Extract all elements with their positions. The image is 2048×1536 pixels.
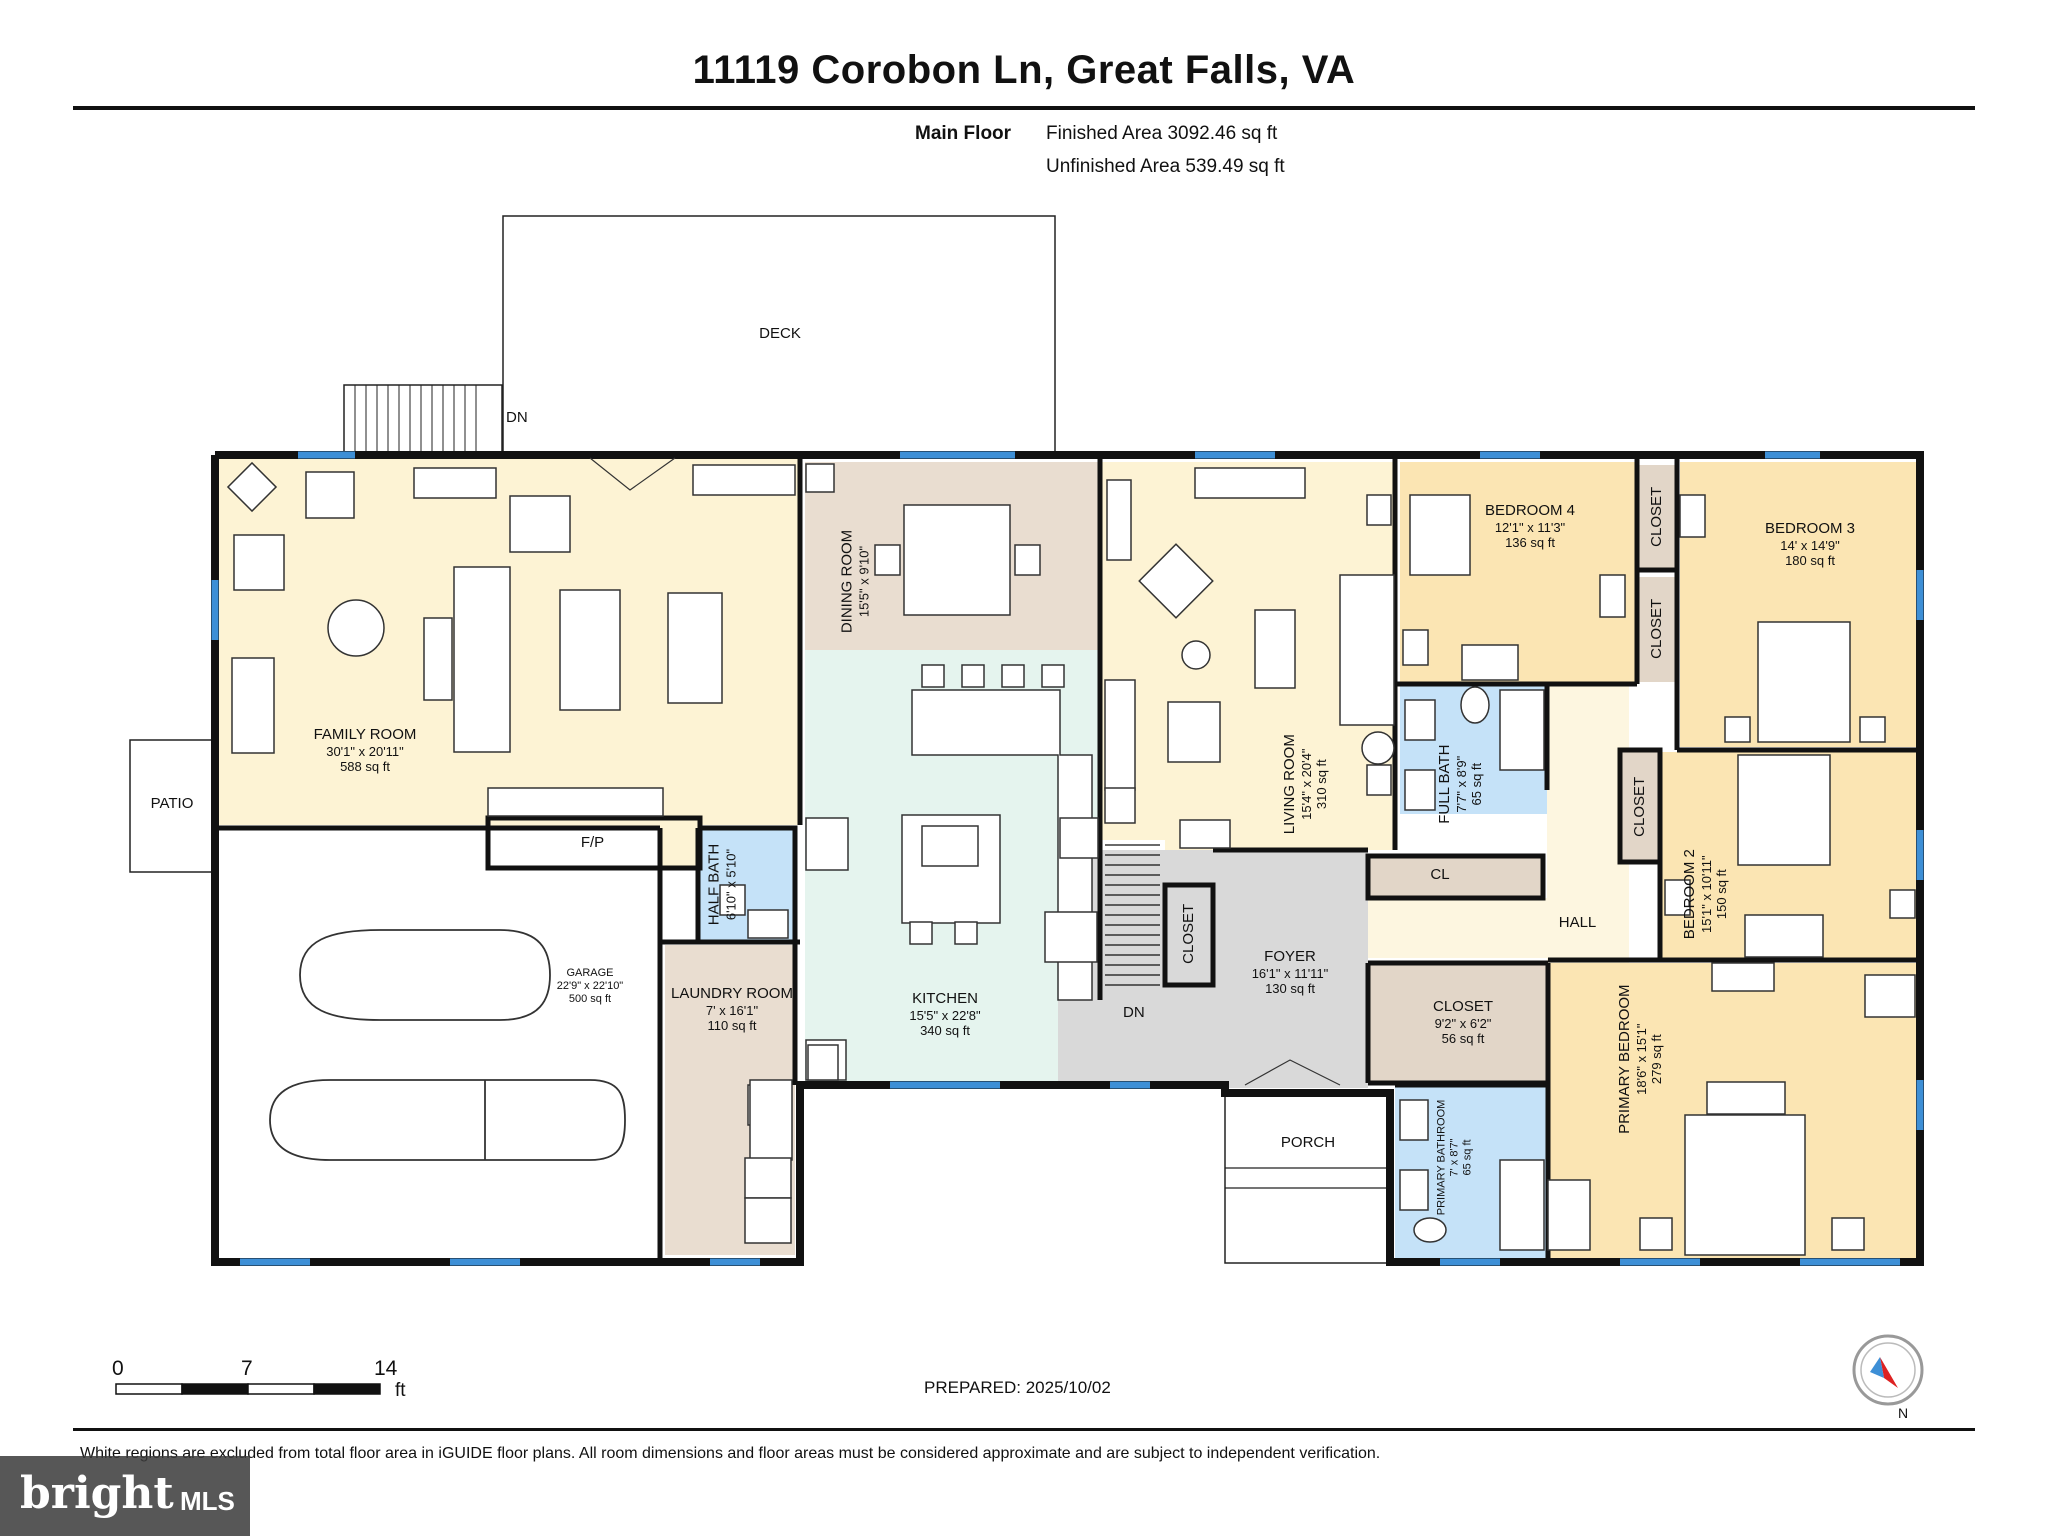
deck-label: DECK xyxy=(759,325,801,342)
patio xyxy=(129,739,215,873)
deck-dn-label: DN xyxy=(506,409,528,426)
hall-label: HALL xyxy=(1558,914,1597,931)
disclaimer: White regions are excluded from total fl… xyxy=(80,1445,1381,1462)
prepared-date: PREPARED: 2025/10/02 xyxy=(924,1378,1111,1397)
deck-door xyxy=(589,457,676,491)
windows xyxy=(211,451,1924,1266)
exterior-walls xyxy=(211,451,1924,1266)
deck-stair-treads xyxy=(354,385,477,453)
cl-label: CL xyxy=(1430,866,1450,883)
closet-b4-fill xyxy=(1637,465,1677,568)
scale-tick-7: 7 xyxy=(241,1357,253,1380)
compass-north-label: N xyxy=(1898,1405,1909,1421)
laundry-fixtures xyxy=(744,1079,793,1244)
scale-unit: ft xyxy=(395,1380,406,1401)
garage-cars xyxy=(269,929,626,1161)
living-furniture xyxy=(1104,467,1395,849)
bath-fixtures xyxy=(719,686,1545,1251)
footer-divider xyxy=(73,1428,1975,1431)
watermark-suffix: MLS xyxy=(180,1486,235,1516)
closet-stair-label: CLOSET xyxy=(1180,903,1198,964)
closet-b4-label: CLOSET xyxy=(1648,486,1666,547)
watermark-brand: bright xyxy=(20,1468,174,1519)
closet-b2-fill xyxy=(1620,752,1658,862)
floor-name: Main Floor xyxy=(915,123,1012,144)
finished-area: Finished Area 3092.46 sq ft xyxy=(1046,123,1278,144)
closet-b2-label: CLOSET xyxy=(1631,776,1649,837)
closet-mid-fill xyxy=(1368,963,1548,1083)
hall-lower-fill xyxy=(1368,898,1620,958)
brand-watermark: bright MLS xyxy=(0,1456,250,1536)
compass-icon xyxy=(1852,1334,1924,1406)
interior-stairs xyxy=(1105,844,1160,986)
dining-furniture xyxy=(805,463,1041,616)
closet-b3-label: CLOSET xyxy=(1648,598,1666,659)
scale-tick-0: 0 xyxy=(112,1357,124,1380)
title-divider xyxy=(73,106,1975,110)
porch-label: PORCH xyxy=(1280,1134,1336,1151)
patio-label: PATIO xyxy=(150,795,194,812)
stair-dn-label: DN xyxy=(1123,1004,1145,1021)
scale-tick-14: 14 xyxy=(374,1357,398,1380)
garage-fill xyxy=(215,830,660,1260)
unfinished-area: Unfinished Area 539.49 sq ft xyxy=(1046,156,1285,177)
closet-b3-fill xyxy=(1637,577,1677,682)
deck-stairs xyxy=(343,384,503,454)
porch-steps xyxy=(1225,1167,1388,1189)
porch xyxy=(1224,1092,1389,1264)
scale-bar xyxy=(115,1383,381,1395)
interior-walls xyxy=(215,458,1920,1262)
front-door xyxy=(1244,1059,1341,1086)
bedroom-furniture xyxy=(1402,494,1916,1256)
page-title: 11119 Corobon Ln, Great Falls, VA xyxy=(692,48,1356,92)
family-room-furniture xyxy=(226,461,796,817)
cl-fill xyxy=(1368,856,1543,898)
fireplace-label: F/P xyxy=(580,834,605,851)
